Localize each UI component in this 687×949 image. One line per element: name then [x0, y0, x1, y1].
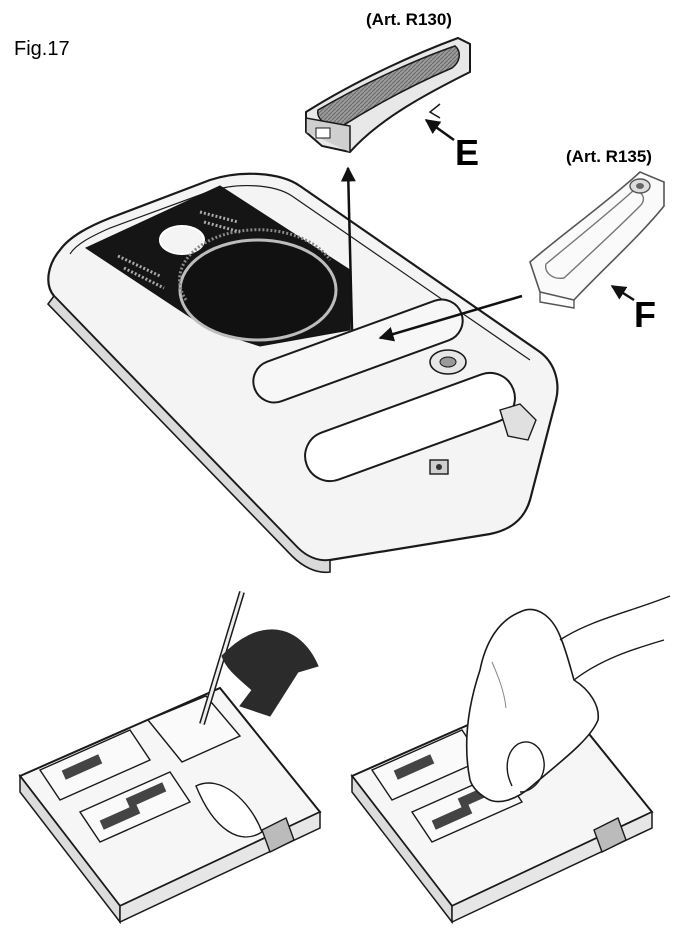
part-f-article: (Art. R135): [566, 147, 652, 166]
part-e-article: (Art. R130): [366, 10, 452, 29]
figure-label: Fig.17: [14, 38, 70, 60]
part-e-letter: E: [455, 132, 480, 173]
part-f-letter: F: [634, 294, 656, 335]
part-f-pointer-arrow: [610, 284, 635, 302]
part-e-pointer-arrow: [424, 118, 455, 142]
drawer-with-screwdriver: [18, 591, 322, 925]
part-f-handle: [529, 171, 665, 309]
arrow-to-part-e: [340, 166, 356, 331]
part-e-handle: [305, 36, 471, 154]
drawer-with-hand: [350, 595, 671, 925]
dispenser-cover: [46, 172, 559, 574]
arrow-from-part-f: [378, 294, 523, 342]
